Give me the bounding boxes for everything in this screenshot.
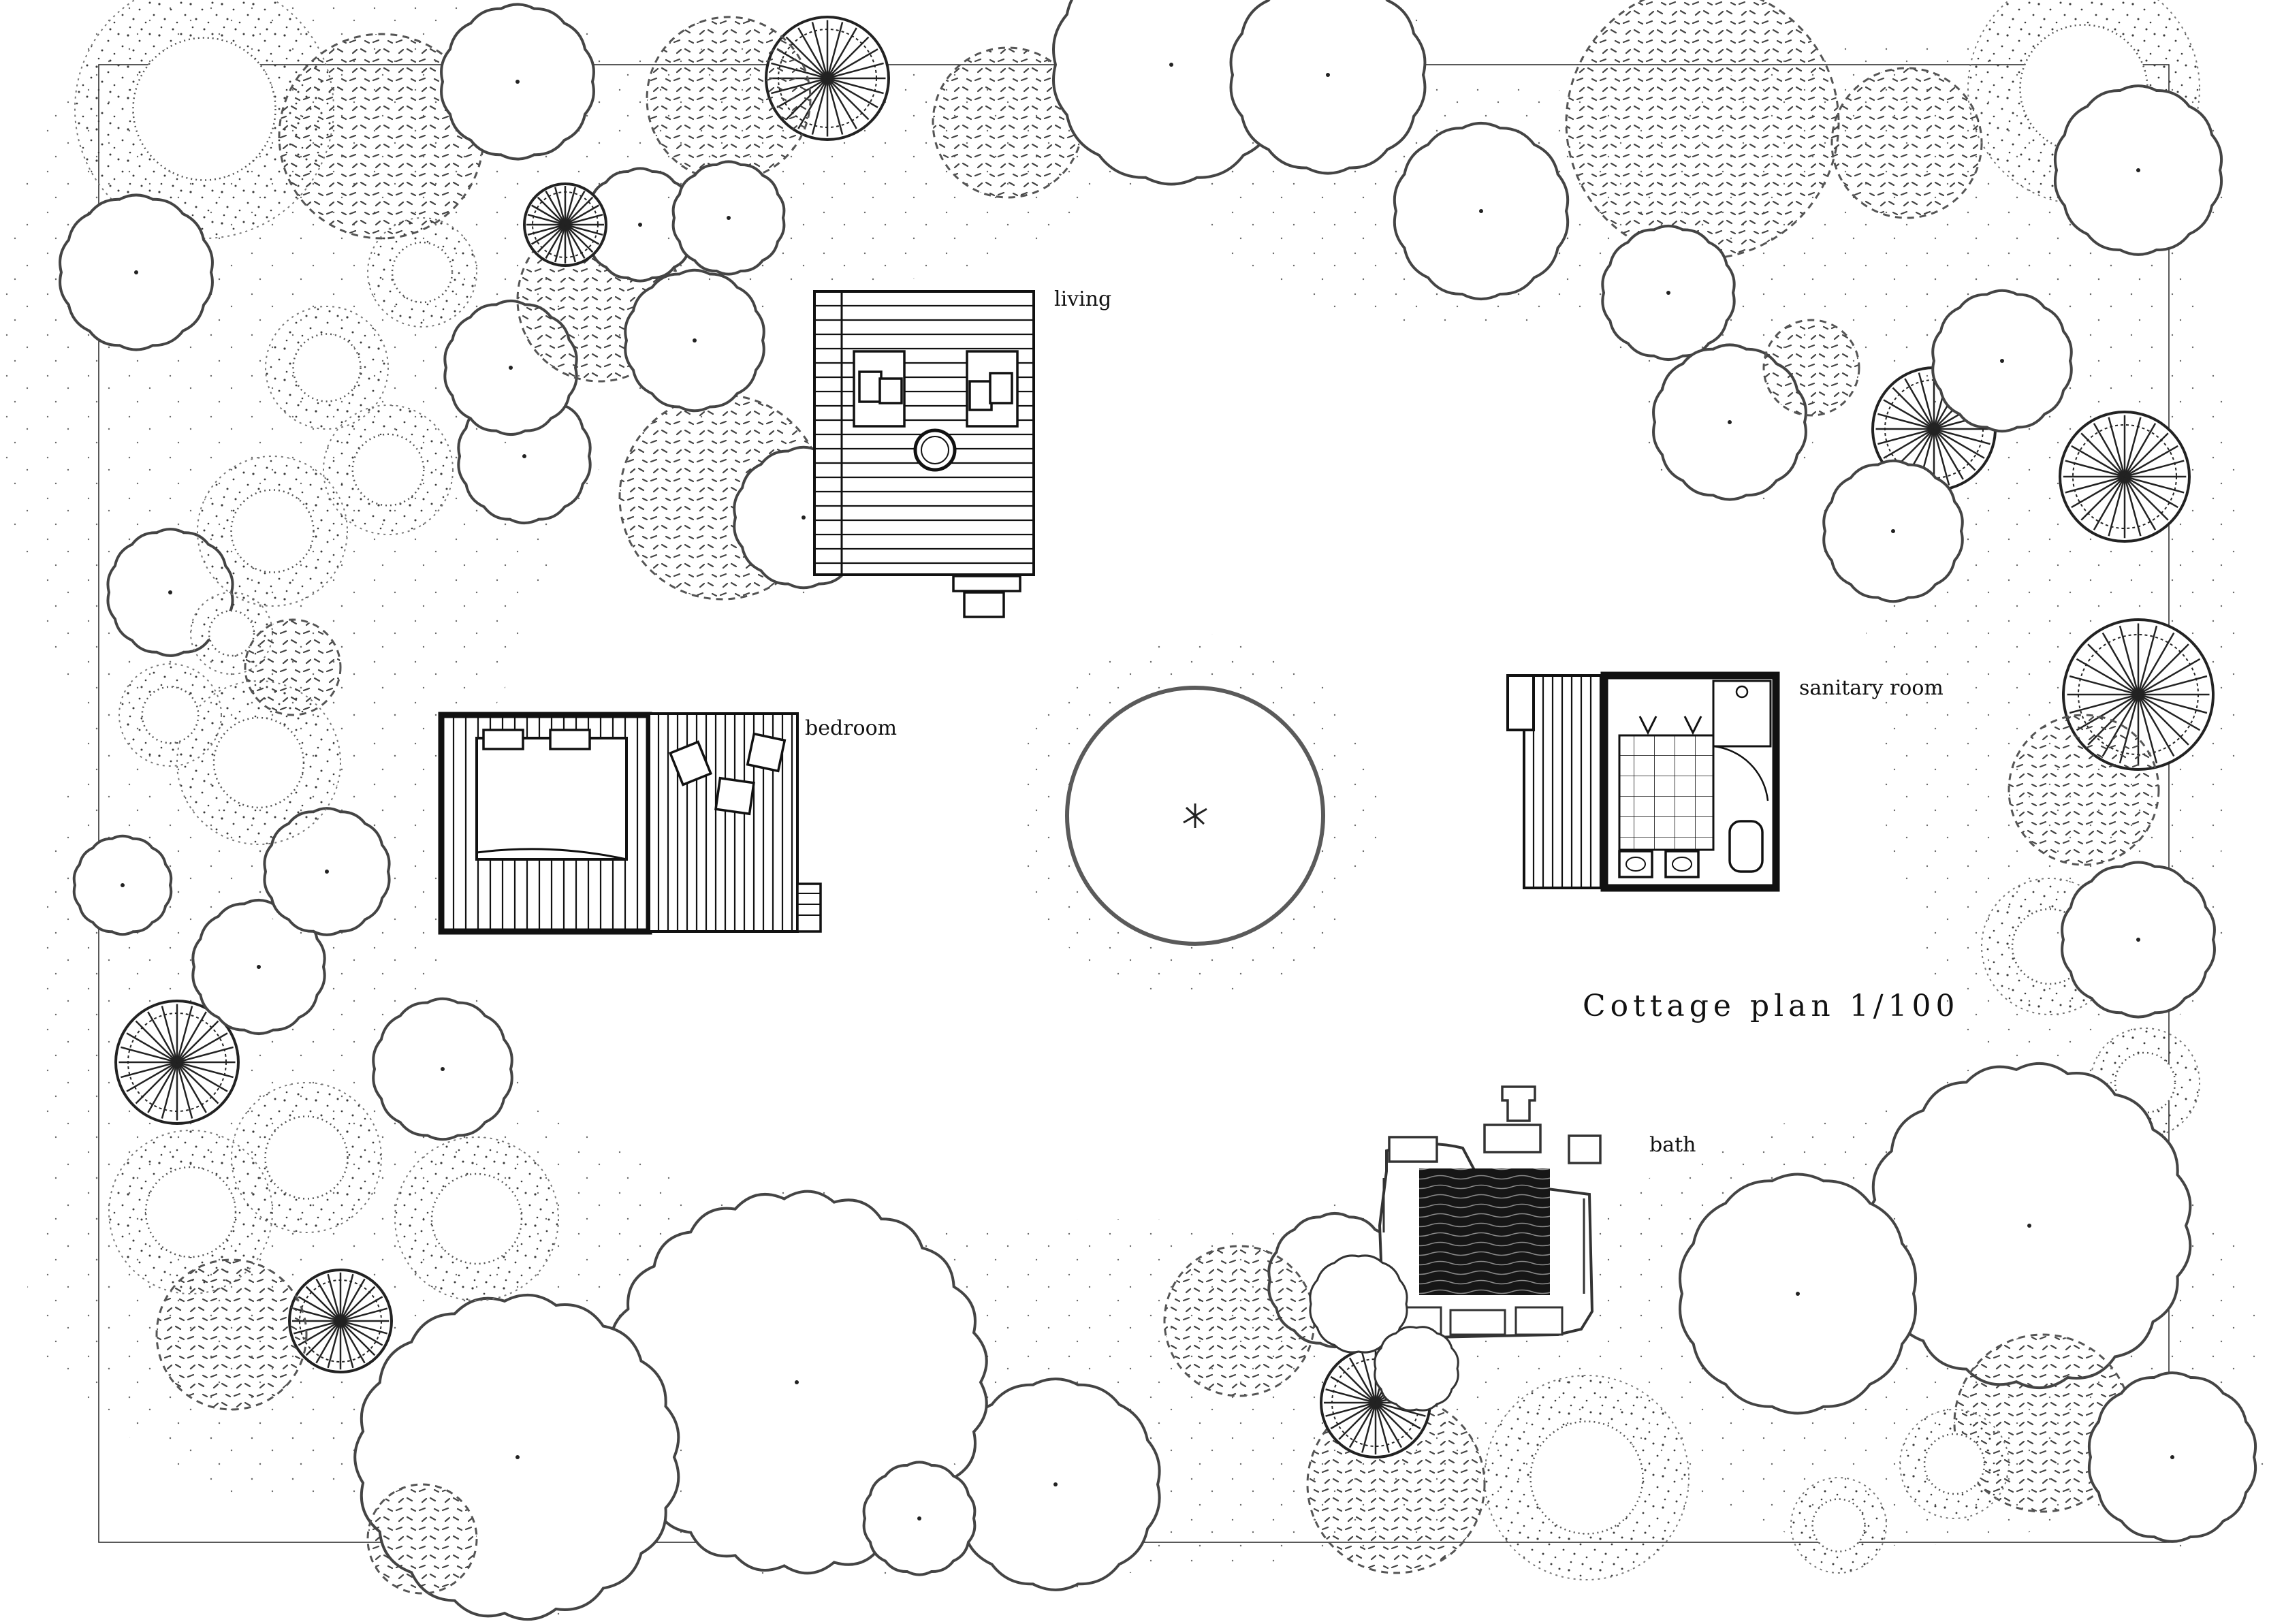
tree-49 — [118, 663, 222, 767]
bath-shrub-2 — [1374, 1326, 1459, 1412]
sanitary-deck-boards — [1532, 675, 1602, 888]
tree-27 — [1671, 1167, 1924, 1420]
tree-14 — [1593, 217, 1744, 368]
tree-18 — [1814, 452, 1972, 610]
tree-24 — [2052, 854, 2224, 1025]
tree-62 — [523, 182, 607, 267]
tree-52 — [323, 404, 454, 535]
bedroom-unit — [438, 712, 822, 935]
bath-side-shrubs — [1309, 1254, 1459, 1412]
tree-70 — [1790, 1477, 1887, 1574]
tree-69 — [854, 1453, 985, 1584]
tree-3 — [432, 0, 603, 168]
sanitary-room-unit — [1506, 671, 1780, 892]
tree-67 — [663, 153, 794, 283]
deck-steps — [952, 575, 1021, 618]
tree-51 — [197, 456, 348, 607]
tree-20 — [2059, 411, 2191, 543]
tree-8 — [1222, 0, 1434, 181]
tree-9 — [1385, 115, 1577, 307]
plan-title: Cottage plan 1/100 — [1583, 989, 1960, 1023]
tree-29 — [2080, 1365, 2265, 1550]
tree-42 — [108, 1130, 273, 1294]
tree-63 — [265, 306, 389, 430]
tree-65 — [244, 618, 342, 716]
tree-40 — [364, 990, 522, 1148]
tree-45 — [114, 1000, 240, 1125]
tree-66 — [64, 827, 181, 944]
bath-label: bath — [1649, 1133, 1696, 1157]
tree-22 — [2008, 714, 2160, 866]
living-label: living — [1054, 287, 1112, 311]
tree-68 — [366, 1483, 478, 1595]
bath-unit — [1378, 1085, 1602, 1339]
living-deck — [813, 290, 1035, 618]
tree-35 — [1163, 1245, 1316, 1397]
bedroom-terrace-boards — [657, 714, 793, 932]
sanitary-room-label: sanitary room — [1799, 676, 1944, 700]
tree-61 — [367, 217, 477, 328]
tree-31 — [1484, 1375, 1690, 1580]
tree-19 — [1923, 282, 2081, 440]
tree-39 — [394, 1136, 559, 1301]
tree-13 — [2046, 78, 2231, 263]
tree-30 — [1899, 1409, 2010, 1519]
terrace-chairs — [668, 732, 787, 816]
lounge-chair-right — [966, 350, 1019, 428]
tree-11 — [1830, 67, 1983, 219]
tree-16 — [1762, 319, 1860, 417]
tree-60 — [50, 187, 222, 358]
tree-26 — [1862, 1058, 2197, 1393]
lounge-chair-left — [853, 350, 906, 428]
central-courtyard-tree — [1013, 633, 1378, 998]
tree-44 — [155, 1258, 308, 1411]
round-table — [913, 428, 957, 472]
bedroom-label: bedroom — [805, 716, 898, 740]
tree-canopies — [50, 0, 2265, 1624]
tree-36 — [942, 1371, 1169, 1597]
tree-43 — [288, 1269, 393, 1373]
